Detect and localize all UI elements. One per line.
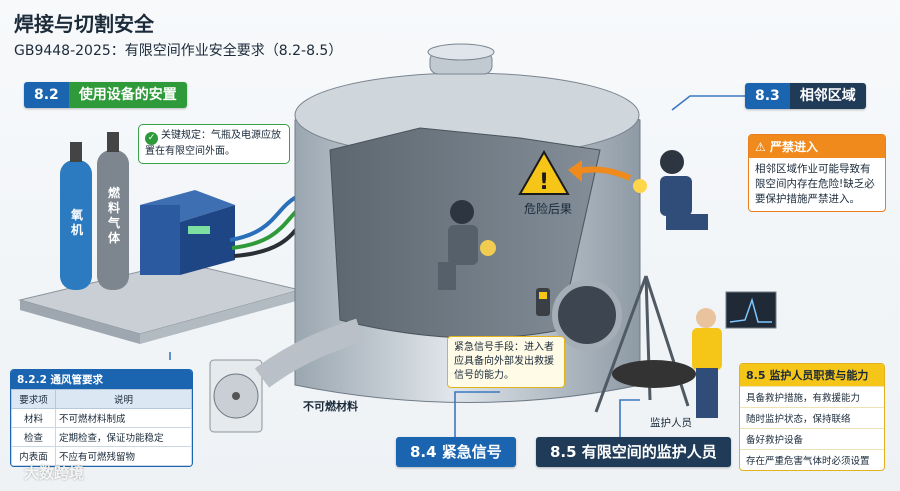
monitor-person-label: 监护人员	[650, 417, 692, 429]
oxygen-cylinder-label: 氧机	[70, 208, 83, 237]
strict-entry-title: 严禁进入	[769, 140, 818, 154]
non-flammable-label: 不可燃材料	[303, 400, 358, 413]
vent-col-item: 要求项	[11, 389, 56, 409]
vent-table-head-row: 要求项 说明	[11, 389, 192, 409]
strict-entry-header: ⚠ 严禁进入	[749, 135, 885, 158]
table-cell: 检查	[11, 427, 56, 447]
list-item: 存在严重危害气体时必须设置	[740, 449, 884, 470]
page-title: 焊接与切割安全	[14, 12, 154, 36]
vent-requirements-table: 8.2.2 通风管要求 要求项 说明 材料 不可燃材料制成 检查 定期检查，保证…	[10, 369, 193, 467]
monitor-duties-panel: 8.5 监护人员职责与能力 具备救护措施，有救援能力 随时监护状态，保持联络 备…	[739, 363, 885, 471]
list-item: 备好救护设备	[740, 428, 884, 449]
fuel-gas-cylinder	[97, 132, 129, 290]
section-8-5-label: 8.5 有限空间的监护人员	[536, 437, 731, 467]
table-cell: 不可燃材料制成	[55, 408, 192, 428]
section-8-2-header: 8.2 使用设备的安置	[24, 82, 187, 108]
section-8-5-header: 8.5 有限空间的监护人员	[536, 437, 731, 467]
danger-consequence-label: 危险后果	[524, 202, 573, 216]
section-8-4-header: 8.4 紧急信号	[396, 437, 516, 467]
manhole-opening	[612, 360, 696, 388]
section-8-4-label: 8.4 紧急信号	[396, 437, 516, 467]
table-row: 内表面 不应有可燃残留物	[11, 446, 192, 466]
vent-table: 要求项 说明 材料 不可燃材料制成 检查 定期检查，保证功能稳定 内表面 不应有…	[11, 389, 192, 466]
vent-table-header: 8.2.2 通风管要求	[11, 370, 192, 389]
table-cell: 定期检查，保证功能稳定	[55, 427, 192, 447]
strict-entry-callout: ⚠ 严禁进入 相邻区域作业可能导致有限空间内存在危险!缺乏必要保护措施严禁进入。	[748, 134, 886, 212]
vent-duct	[254, 318, 364, 388]
warning-icon: ⚠	[755, 140, 766, 154]
section-8-3-header: 8.3 相邻区域	[745, 83, 866, 109]
monitoring-screen	[725, 291, 777, 329]
outside-welder	[633, 150, 708, 230]
duties-header: 8.5 监护人员职责与能力	[740, 364, 884, 386]
strict-entry-body: 相邻区域作业可能导致有限空间内存在危险!缺乏必要保护措施严禁进入。	[755, 163, 875, 205]
check-icon: ✓	[145, 132, 158, 145]
ventilation-fan	[209, 359, 263, 433]
section-8-2-label: 使用设备的安置	[68, 82, 187, 108]
page-subtitle: GB9448-2025：有限空间作业安全要求（8.2-8.5）	[14, 43, 343, 59]
list-item: 具备救护措施，有救援能力	[740, 386, 884, 407]
watermark: 大数跨境	[24, 464, 85, 482]
list-item: 随时监护状态，保持联络	[740, 407, 884, 428]
section-8-2-number: 8.2	[24, 82, 69, 108]
table-row: 材料 不可燃材料制成	[11, 408, 192, 428]
welding-power-unit	[140, 190, 235, 275]
table-cell: 不应有可燃残留物	[55, 446, 192, 466]
key-rule-text: 关键规定：气瓶及电源应放置在有限空间外面。	[145, 130, 281, 157]
connector-lines	[169, 95, 745, 438]
radio-icon	[536, 288, 550, 316]
vent-col-desc: 说明	[55, 389, 192, 409]
table-cell: 材料	[11, 408, 56, 428]
section-8-3-number: 8.3	[745, 83, 790, 109]
svg-text:!: !	[539, 170, 549, 195]
oxygen-cylinder	[60, 142, 92, 290]
emergency-signal-callout: 紧急信号手段：进入者应具备向外部发出救援信号的能力。	[447, 336, 565, 388]
table-row: 检查 定期检查，保证功能稳定	[11, 427, 192, 447]
fuel-cylinder-label: 燃料气体	[107, 186, 120, 245]
key-rule-callout: ✓关键规定：气瓶及电源应放置在有限空间外面。	[138, 124, 290, 164]
inner-welder	[438, 200, 496, 290]
danger-warning-icon: !	[518, 149, 570, 195]
monitor-person	[692, 308, 722, 418]
section-8-3-label: 相邻区域	[789, 83, 866, 109]
